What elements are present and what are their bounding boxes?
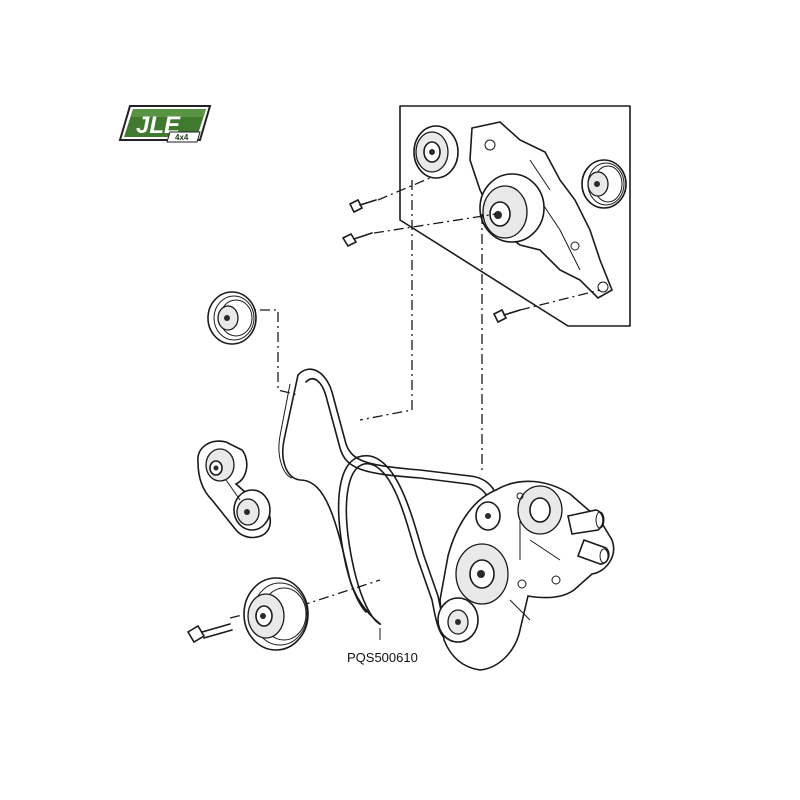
bolt-inset-lower — [492, 308, 521, 324]
part-number-label: PQS500610 — [347, 650, 418, 665]
inset-frame — [399, 105, 631, 327]
tensioner-pulley-upper — [479, 173, 545, 243]
jle-logo: JLE 4x4 — [118, 105, 212, 143]
bolt-upper-2 — [341, 232, 373, 248]
idler-pulley-upper — [413, 125, 459, 179]
crankshaft-pulley — [243, 577, 309, 651]
part-number-callout: PQS500610 — [347, 628, 418, 665]
logo-sub-text: 4x4 — [175, 133, 189, 142]
idler-pulley-left — [207, 291, 257, 345]
engine-front-assembly — [437, 480, 615, 671]
belt-tensioner — [197, 440, 272, 539]
crank-bolt — [186, 623, 233, 644]
ribbed-pulley-right — [581, 159, 627, 209]
bolt-upper-1 — [348, 198, 377, 214]
